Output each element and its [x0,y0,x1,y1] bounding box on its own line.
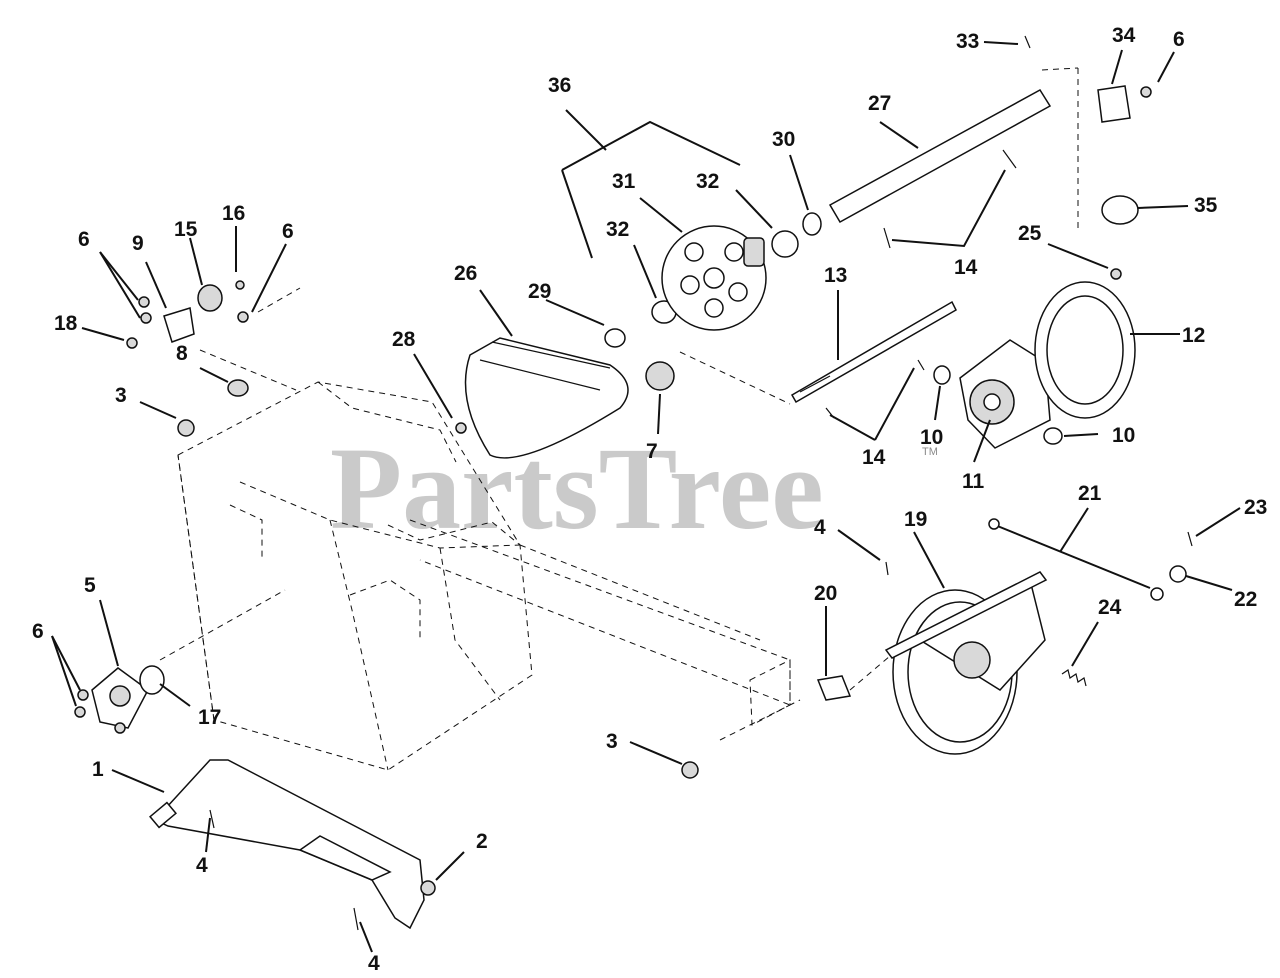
watermark: PartsTree [330,423,824,554]
shift-lever-part [149,759,425,930]
disc-part [1034,281,1136,419]
callout-30: 30 [772,128,795,151]
callout-4: 4 [368,952,380,975]
washer-part [1169,565,1187,583]
callout-33: 33 [956,30,979,53]
nut-part [420,880,436,896]
callout-10: 10 [1112,424,1135,447]
chain-part [464,337,629,459]
sprocket-part [661,225,767,331]
callout-12: 12 [1182,324,1205,347]
pulley-part [884,571,1048,755]
callout-4: 4 [196,854,208,877]
rod-part [994,524,1151,589]
washer-part [1043,427,1063,445]
callout-labels: 36 33 34 6 27 30 31 32 35 32 25 14 26 13… [32,24,1267,975]
frame-housing [177,381,791,771]
callout-21: 21 [1078,482,1102,505]
sprocket-part [645,361,675,391]
callout-2: 2 [476,830,488,853]
callout-23: 23 [1244,496,1267,519]
callout-28: 28 [392,328,416,351]
callout-34: 34 [1112,24,1136,47]
callout-15: 15 [174,218,198,241]
nut-part [455,422,467,434]
nut-part [1110,268,1122,280]
bearing-part [771,230,799,258]
callout-6: 6 [1173,28,1185,51]
bearing-part [139,665,165,695]
callout-32: 32 [606,218,629,241]
callout-18: 18 [54,312,78,335]
callout-6: 6 [32,620,44,643]
callout-31: 31 [612,170,636,193]
bushing-part [227,379,249,397]
bushing-part [1101,195,1139,225]
callout-32: 32 [696,170,719,193]
callout-14: 14 [862,446,886,469]
callout-10: 10 [920,426,943,449]
callout-6: 6 [282,220,294,243]
callout-14: 14 [954,256,978,279]
key-part [1024,35,1031,49]
bracket-part [816,675,852,701]
shaft-part [790,300,957,404]
spring-part [1061,669,1087,687]
callout-7: 7 [646,440,658,463]
callout-9: 9 [132,232,144,255]
callout-17: 17 [198,706,221,729]
callout-3: 3 [606,730,618,753]
callout-35: 35 [1194,194,1218,217]
washer-part [802,212,822,236]
clip-part [825,149,1017,419]
callout-6: 6 [78,228,90,251]
callout-26: 26 [454,262,477,285]
callout-36: 36 [548,74,571,97]
rod-end-part [988,518,1000,530]
callout-20: 20 [814,582,837,605]
callout-22: 22 [1234,588,1257,611]
callout-25: 25 [1018,222,1042,245]
callout-19: 19 [904,508,927,531]
bolt-part [1140,86,1152,98]
callout-24: 24 [1098,596,1122,619]
leader-lines [51,41,1241,953]
callout-27: 27 [868,92,891,115]
callout-11: 11 [962,470,985,493]
callout-4: 4 [814,516,826,539]
pin-part [209,561,889,931]
shaft-part [828,89,1052,224]
bracket-cluster-part [126,280,249,349]
bracket-part [1097,85,1131,123]
nut-part [177,419,195,437]
callout-1: 1 [92,758,104,781]
hub-part [959,339,1051,449]
washer-part [933,365,951,385]
watermark-tm: TM [922,446,938,458]
callout-16: 16 [222,202,245,225]
nut-part [681,761,699,779]
rod-end-part [1150,587,1164,601]
callout-5: 5 [84,574,96,597]
flange-bearing-part [74,667,149,734]
pin-part [1187,531,1193,547]
spacer-part [604,328,626,348]
callout-13: 13 [824,264,847,287]
callout-29: 29 [528,280,551,303]
assembly-lines [159,67,1079,741]
callout-8: 8 [176,342,188,365]
callout-3: 3 [115,384,127,407]
